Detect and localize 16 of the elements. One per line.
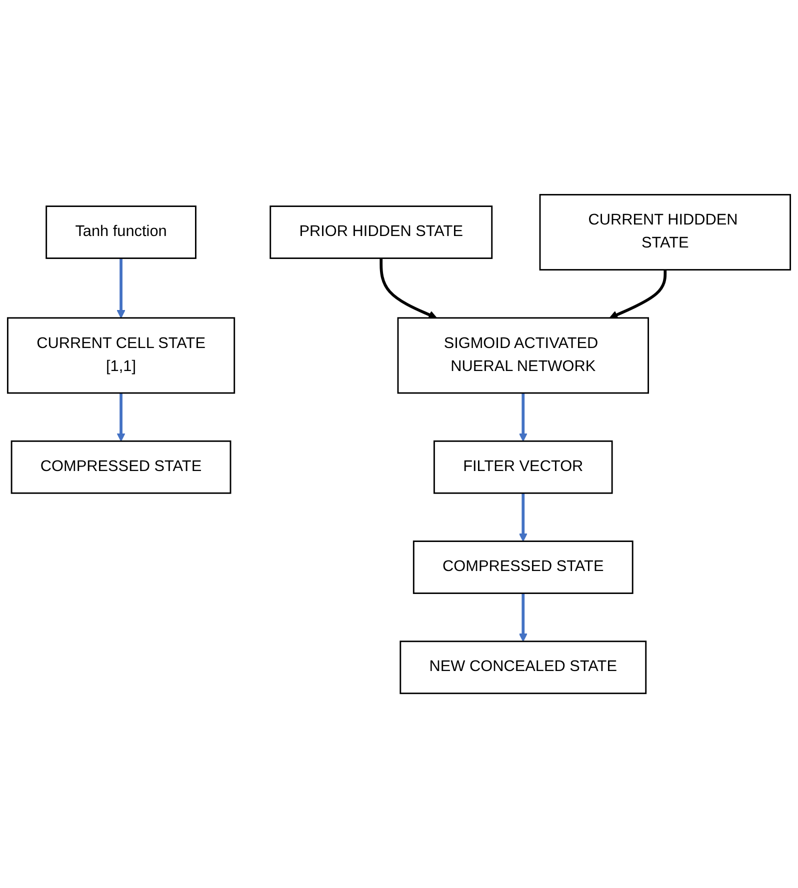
node-box: COMPRESSED STATE: [10, 440, 232, 494]
arrow: [116, 258, 126, 318]
node-box: CURRENT CELL STATE [1,1]: [6, 317, 236, 394]
arrow: [518, 392, 528, 442]
arrow: [116, 392, 126, 442]
node-box: FILTER VECTOR: [433, 440, 613, 494]
node-box: Tanh function: [46, 206, 196, 259]
node-box: NEW CONCEALED STATE: [400, 640, 647, 694]
arrow: [518, 593, 528, 642]
node-box: SIGMOID ACTIVATED NUERAL NETWORK: [397, 317, 649, 394]
node-box: COMPRESSED STATE: [412, 540, 634, 594]
node-box: PRIOR HIDDEN STATE: [270, 206, 493, 259]
arrow: [380, 258, 437, 319]
node-box: CURRENT HIDDDEN STATE: [539, 194, 792, 270]
arrow: [518, 493, 528, 542]
arrow: [609, 270, 667, 319]
